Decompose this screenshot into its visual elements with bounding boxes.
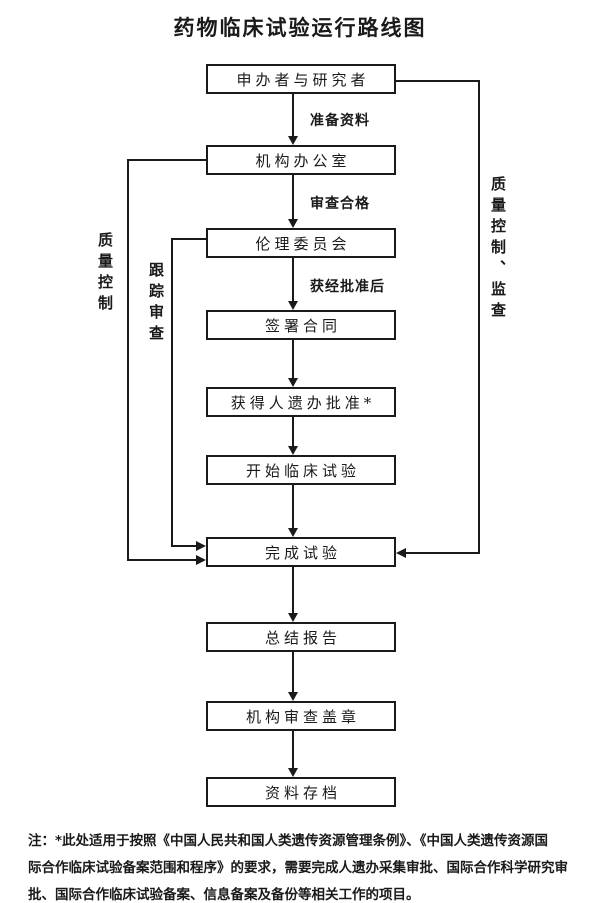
connector-line: [292, 94, 294, 136]
footnote-line: 注：*此处适用于按照《中国人民共和国人类遗传资源管理条例》、《中国人类遗传资源国: [28, 833, 549, 849]
connector-line: [292, 731, 294, 768]
connector-line: [406, 552, 478, 554]
connector-line: [292, 417, 294, 446]
arrow-right-icon: [196, 555, 206, 565]
arrow-down-icon: [288, 613, 298, 622]
footnote: 注：*此处适用于按照《中国人民共和国人类遗传资源管理条例》、《中国人类遗传资源国…: [28, 828, 580, 903]
edge-label-prepare: 准备资料: [310, 113, 370, 129]
connector-line: [292, 340, 294, 378]
connector-line: [292, 567, 294, 613]
connector-line: [171, 238, 206, 240]
flow-box-complete: 完成试验: [206, 537, 396, 567]
flow-box-report: 总结报告: [206, 622, 396, 652]
connector-line: [292, 258, 294, 301]
connector-line: [396, 80, 480, 82]
edge-label-approved: 获经批准后: [310, 279, 385, 295]
flow-box-seal: 机构审查盖章: [206, 701, 396, 731]
arrow-down-icon: [288, 768, 298, 777]
connector-line: [292, 652, 294, 692]
arrow-down-icon: [288, 446, 298, 455]
arrow-down-icon: [288, 528, 298, 537]
arrow-down-icon: [288, 378, 298, 387]
connector-line: [478, 80, 480, 554]
page-title: 药物临床试验运行路线图: [173, 16, 427, 40]
flow-box-archive: 资料存档: [206, 777, 396, 807]
flow-box-ethics: 伦理委员会: [206, 228, 396, 258]
connector-line: [292, 485, 294, 528]
flow-box-start: 开始临床试验: [206, 455, 396, 485]
arrow-right-icon: [196, 541, 206, 551]
side-label-quality-control-left: 质量控制: [96, 232, 114, 316]
flow-box-contract: 签署合同: [206, 310, 396, 340]
connector-line: [171, 545, 196, 547]
footnote-line: 批、国际合作临床试验备案、信息备案及备份等相关工作的项目。: [28, 887, 420, 903]
edge-label-review: 审查合格: [310, 196, 370, 212]
arrow-down-icon: [288, 301, 298, 310]
flow-box-office: 机构办公室: [206, 145, 396, 175]
connector-line: [127, 159, 129, 561]
footnote-line: 际合作临床试验备案范围和程序》的要求，需要完成人遗办采集审批、国际合作科学研究审: [28, 860, 568, 876]
arrow-left-icon: [396, 548, 406, 558]
side-label-tracking-review: 跟踪审查: [147, 262, 165, 346]
flow-box-sponsor: 申办者与研究者: [206, 64, 396, 94]
connector-line: [127, 159, 206, 161]
connector-line: [292, 175, 294, 219]
flow-box-hgrac: 获得人遗办批准*: [206, 387, 396, 417]
side-label-quality-control-monitor: 质量控制、监查: [489, 176, 507, 323]
arrow-down-icon: [288, 219, 298, 228]
arrow-down-icon: [288, 692, 298, 701]
connector-line: [171, 238, 173, 547]
connector-line: [127, 559, 196, 561]
arrow-down-icon: [288, 136, 298, 145]
